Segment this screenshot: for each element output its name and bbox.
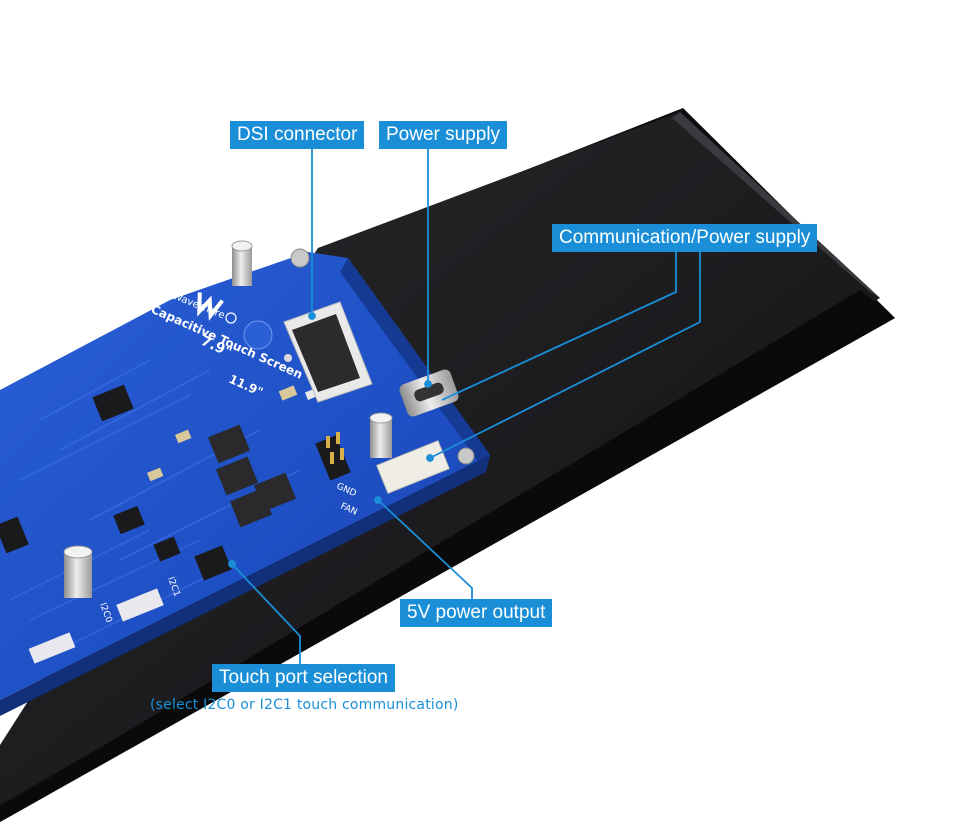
touch-port-note: (select I2C0 or I2C1 touch communication… xyxy=(150,697,459,713)
line-5v-output xyxy=(377,499,473,600)
standoff-bottom xyxy=(63,545,93,598)
usb-c-port xyxy=(399,369,459,417)
power-header xyxy=(376,440,450,494)
line-communication-power xyxy=(441,252,677,401)
callout-5v-power-output: 5V power output xyxy=(400,599,553,627)
standoff-right xyxy=(369,412,393,458)
callout-power-supply: Power supply xyxy=(379,121,508,149)
callout-dsi-connector: DSI connector xyxy=(230,121,365,149)
pcb-components xyxy=(0,320,320,664)
fan-header xyxy=(315,432,351,481)
callout-touch-port-selection: Touch port selection xyxy=(212,664,395,692)
line-touch-port xyxy=(231,563,301,664)
callout-communication-power-supply: Communication/Power supply xyxy=(552,224,818,252)
standoff-left xyxy=(231,240,253,286)
mount-screw xyxy=(290,248,475,465)
dsi-connector xyxy=(283,301,373,403)
callout-lines xyxy=(228,148,701,664)
line-communication-power-2 xyxy=(429,252,701,459)
silkscreen-logo xyxy=(197,292,237,324)
